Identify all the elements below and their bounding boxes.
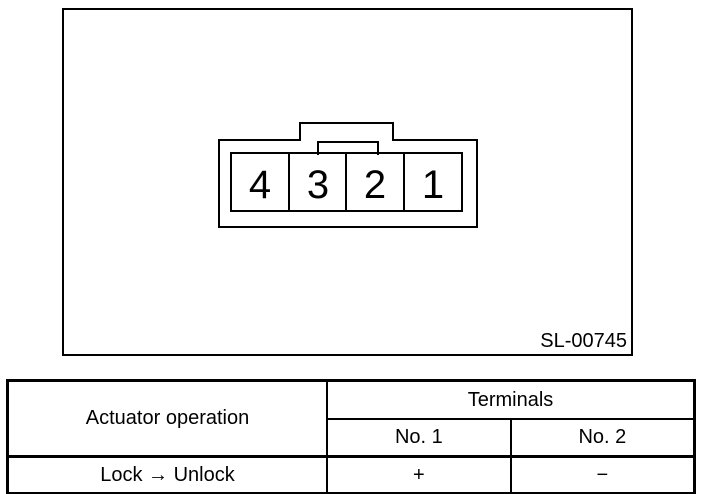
table-row-terminal-numbers: No. 1 No. 2 <box>8 418 696 458</box>
connector-figure-panel: SL-00745 <box>62 8 633 356</box>
actuator-operation-header-cell: Actuator operation <box>6 379 328 458</box>
table-row-terminals-header: Actuator operation Terminals <box>6 379 696 458</box>
terminals-header-cell: Terminals <box>326 379 696 420</box>
figure-code-label: SL-00745 <box>540 330 627 352</box>
terminal-no2-header-cell: No. 2 <box>509 418 696 458</box>
terminal-no2-value-cell: − <box>509 455 696 494</box>
terminal-no1-header-cell: No. 1 <box>326 418 512 458</box>
table-row: Lock → Unlock + − <box>6 455 696 494</box>
actuator-terminal-table: Actuator operation Terminals No. 1 No. 2… <box>6 379 696 494</box>
operation-value-cell: Lock → Unlock <box>6 455 328 494</box>
terminal-no1-value-cell: + <box>326 455 512 494</box>
